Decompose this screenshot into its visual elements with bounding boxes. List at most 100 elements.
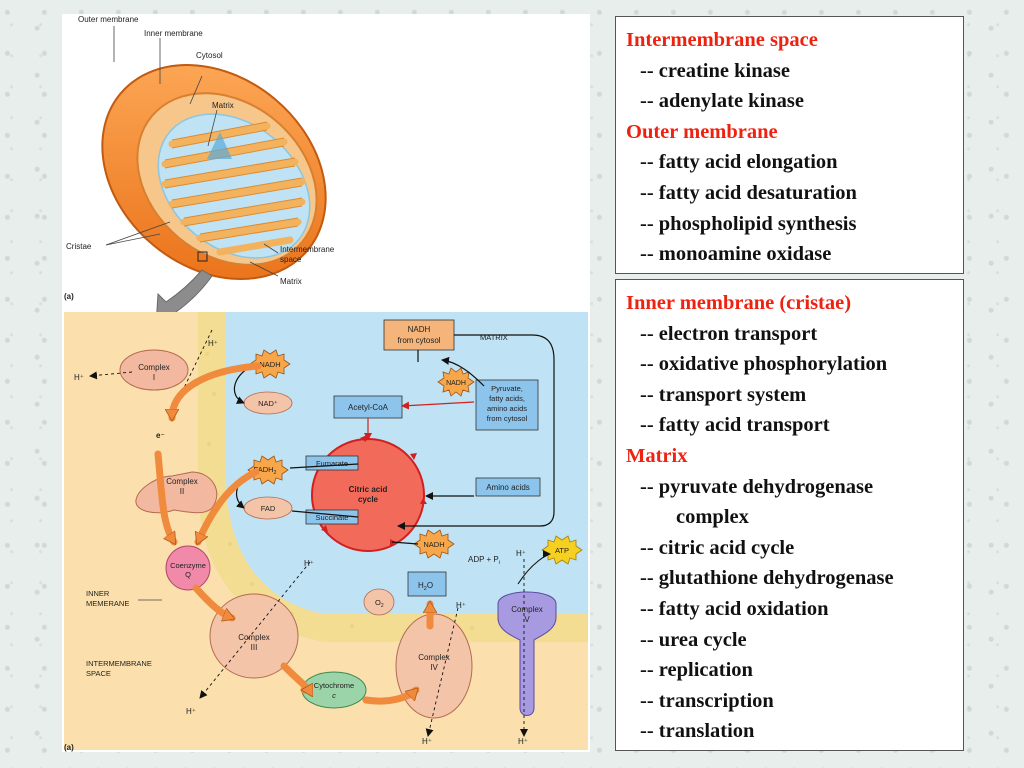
svg-text:H⁺: H⁺ [186,707,196,716]
svg-text:Complex: Complex [166,477,198,486]
list-item: -- fatty acid desaturation [640,181,857,204]
label-outer-membrane: Outer membrane [78,15,139,24]
svg-text:Citric acid: Citric acid [349,485,388,494]
svg-text:from cytosol: from cytosol [487,414,528,423]
svg-text:H⁺: H⁺ [304,559,314,568]
list-item: -- pyruvate dehydrogenase [640,475,874,498]
list-item: -- oxidative phosphorylation [640,353,888,376]
list-item: -- electron transport [640,322,818,345]
svg-text:from cytosol: from cytosol [397,336,440,345]
svg-text:Complex: Complex [511,605,543,614]
coenzyme-q [165,545,211,591]
list-item: -- creatine kinase [640,59,790,82]
cristae-folds [161,122,306,256]
section-header: Inner membrane (cristae) [626,292,852,314]
cytochrome-c [301,671,367,709]
svg-text:H2O: H2O [418,581,433,592]
svg-text:NADH: NADH [408,325,431,334]
svg-text:Coenzyme: Coenzyme [170,561,206,570]
svg-text:IV: IV [430,663,438,672]
svg-text:ADP + Pi: ADP + Pi [468,555,500,566]
list-item: -- fatty acid transport [640,414,830,437]
svg-text:Q: Q [185,570,191,579]
svg-text:O2: O2 [375,598,384,609]
complex-v [497,591,557,716]
box-amino-acids [475,477,541,497]
box-h2o [407,571,447,597]
svg-text:H⁺: H⁺ [518,737,528,746]
starburst-markers: NADH NADH FADH2 NADH ATP [247,349,583,565]
nadh-burst-left [249,349,291,379]
part-a-label: (a) [64,292,74,301]
svg-text:Cytochrome: Cytochrome [314,681,354,690]
label-matrix: Matrix [212,101,234,110]
pathway-lines [233,334,555,545]
complex-i [119,349,189,391]
list-item: -- replication [640,659,753,682]
electron-flow-arrows [154,362,430,705]
svg-text:NADH: NADH [423,540,444,549]
top-text-box: Intermembrane space -- creatine kinase -- … [615,16,964,274]
label-space: space [280,255,302,264]
fadh2-burst [247,455,289,485]
svg-text:H⁺: H⁺ [208,339,218,348]
part-a-labels: Outer membrane Inner membrane Cytosol Ma… [66,15,335,286]
box-nadh-from-cytosol [383,319,455,351]
list-item: -- urea cycle [640,628,747,651]
svg-text:Complex: Complex [418,653,450,662]
svg-text:I: I [153,373,155,382]
nadh-burst-right [437,367,475,397]
svg-text:FAD: FAD [261,504,276,513]
matrix-label: MATRIX [480,333,508,342]
svg-text:H⁺: H⁺ [74,373,84,382]
svg-text:cycle: cycle [358,495,379,504]
label-intermembrane: Intermembrane [280,245,335,254]
svg-text:Complex: Complex [138,363,170,372]
svg-text:Fumarate: Fumarate [316,459,348,468]
mitochondrion-illustration [101,64,327,280]
svg-text:Amino acids: Amino acids [486,483,530,492]
svg-text:MEMERANE: MEMERANE [86,599,129,608]
svg-text:e⁻: e⁻ [156,431,165,440]
label-cristae: Cristae [66,242,92,251]
oxygen [363,588,395,616]
svg-text:H⁺: H⁺ [456,601,466,610]
svg-text:NADH: NADH [446,380,466,387]
part-b-label: (a) [64,743,74,752]
list-item: -- phospholipid synthesis [640,212,857,235]
region-labels: MATRIX INNER MEMERANE INTERMEMBRANE SPAC… [86,333,508,678]
mitochondrion-diagram: Outer membrane Inner membrane Cytosol Ma… [62,14,590,752]
svg-text:II: II [180,487,184,496]
atp-burst [541,535,583,565]
svg-text:Complex: Complex [238,633,270,642]
svg-text:ATP: ATP [555,546,569,555]
svg-text:NADH: NADH [259,360,280,369]
complex-ii [135,471,218,514]
section-header: Intermembrane space [626,29,818,51]
svg-text:INTERMEMBRANE: INTERMEMBRANE [86,659,152,668]
label-cytosol: Cytosol [196,51,223,60]
section-header: Outer membrane [626,120,778,143]
svg-text:amino acids: amino acids [487,404,527,413]
diagram-canvas: Outer membrane Inner membrane Cytosol Ma… [64,15,588,752]
list-item: -- fatty acid elongation [640,151,838,174]
svg-text:Succinate: Succinate [316,513,349,522]
bottom-text-box: Inner membrane (cristae) -- electron tran… [615,279,964,751]
svg-text:c: c [332,691,336,700]
svg-text:NAD⁺: NAD⁺ [258,399,278,408]
svg-text:H⁺: H⁺ [516,549,526,558]
list-item: -- glutathione dehydrogenase [640,567,894,590]
svg-text:INNER: INNER [86,589,110,598]
svg-text:H⁺: H⁺ [422,737,432,746]
label-matrix-bottom: Matrix [280,277,302,286]
proton-paths [89,329,528,737]
proton-labels: H⁺ H⁺ e⁻ H⁺ H⁺ H⁺ H⁺ H⁺ H⁺ ADP + Pi [74,339,528,746]
svg-text:III: III [251,643,258,652]
svg-text:fatty acids,: fatty acids, [489,394,525,403]
list-item: -- translation [640,720,755,743]
nadh-burst-bottom [413,529,455,559]
list-item: -- adenylate kinase [640,90,804,113]
label-inner-membrane: Inner membrane [144,29,203,38]
list-item: -- citric acid cycle [640,536,795,559]
list-item: complex [676,506,749,529]
